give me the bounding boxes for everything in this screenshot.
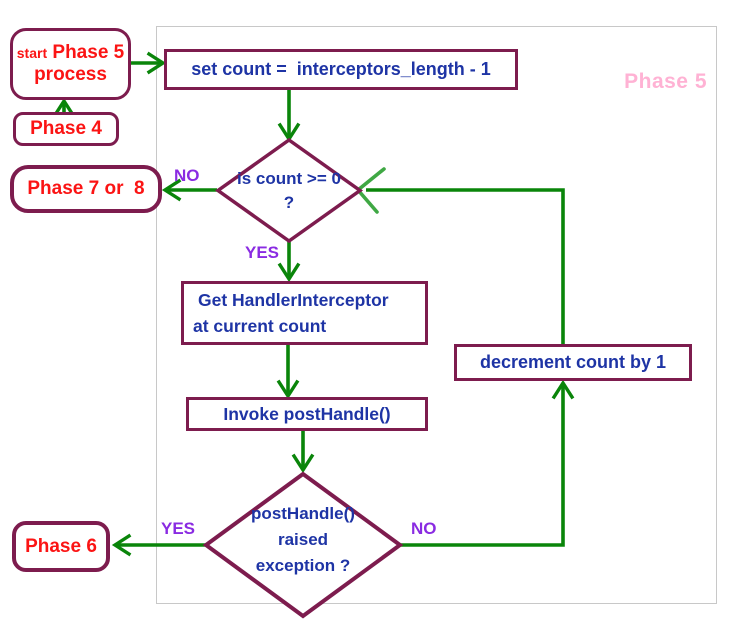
line-decrement-to-decision (366, 188, 565, 344)
decision-exception-line1: postHandle() (251, 504, 355, 523)
start-node-line2: process (34, 64, 107, 85)
decision-count-line1: is count >= 0 (237, 169, 341, 188)
get-handler-interceptor-node: Get HandlerInterceptor at current count (181, 281, 428, 345)
phase4-node: Phase 4 (13, 112, 119, 146)
start-node-line1: start Phase 5 (17, 42, 124, 64)
decrement-count-node: decrement count by 1 (454, 344, 692, 381)
start-phase5-node: start Phase 5 process (10, 28, 131, 100)
start-node-big-text: Phase 5 (47, 42, 125, 63)
start-node-small-text: start (16, 45, 48, 61)
decision-count-diamond (214, 137, 364, 244)
decision-count-text: is count >= 0 ? (219, 167, 359, 215)
edge-label-count-no: NO (174, 166, 200, 185)
get-handler-line1: Get HandlerInterceptor (198, 290, 389, 310)
edge-label-exception-no: NO (411, 519, 437, 538)
set-count-node: set count = interceptors_length - 1 (164, 49, 518, 90)
arrow-no-to-decrement (400, 379, 575, 547)
invoke-posthandle-node: Invoke postHandle() (186, 397, 428, 431)
phase-watermark: Phase 5 (624, 70, 707, 93)
decision-exception-line3: exception ? (255, 556, 351, 575)
decision-exception-diamond (202, 471, 404, 619)
get-handler-line2: at current count (193, 316, 327, 336)
decision-count-line2: ? (283, 193, 295, 212)
edge-label-count-yes: YES (245, 243, 280, 262)
phase7or8-node: Phase 7 or 8 (10, 165, 162, 213)
phase6-node: Phase 6 (12, 521, 110, 572)
decision-exception-line2: raised (277, 530, 329, 549)
decision-exception-text: postHandle() raised exception ? (206, 501, 400, 579)
edge-label-exception-yes: YES (161, 519, 196, 538)
